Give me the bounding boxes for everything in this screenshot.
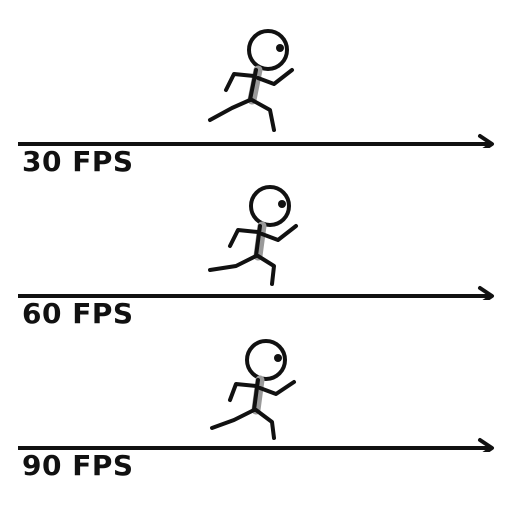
frame-rate-panel-30: 30 FPS [0, 0, 512, 176]
fps-label-60: 60 FPS [22, 297, 134, 330]
arrow-right-icon [18, 438, 494, 452]
fps-label-90: 90 FPS [22, 449, 134, 482]
fps-label-30: 30 FPS [22, 145, 134, 178]
arrow-right-icon [18, 286, 494, 300]
running-figure-icon [210, 339, 296, 440]
running-figure-icon [208, 185, 298, 286]
running-figure-icon [208, 29, 294, 132]
frame-rate-panel-90: 90 FPS [0, 304, 512, 480]
arrow-right-icon [18, 134, 494, 148]
frame-rate-panel-60: 60 FPS [0, 152, 512, 328]
